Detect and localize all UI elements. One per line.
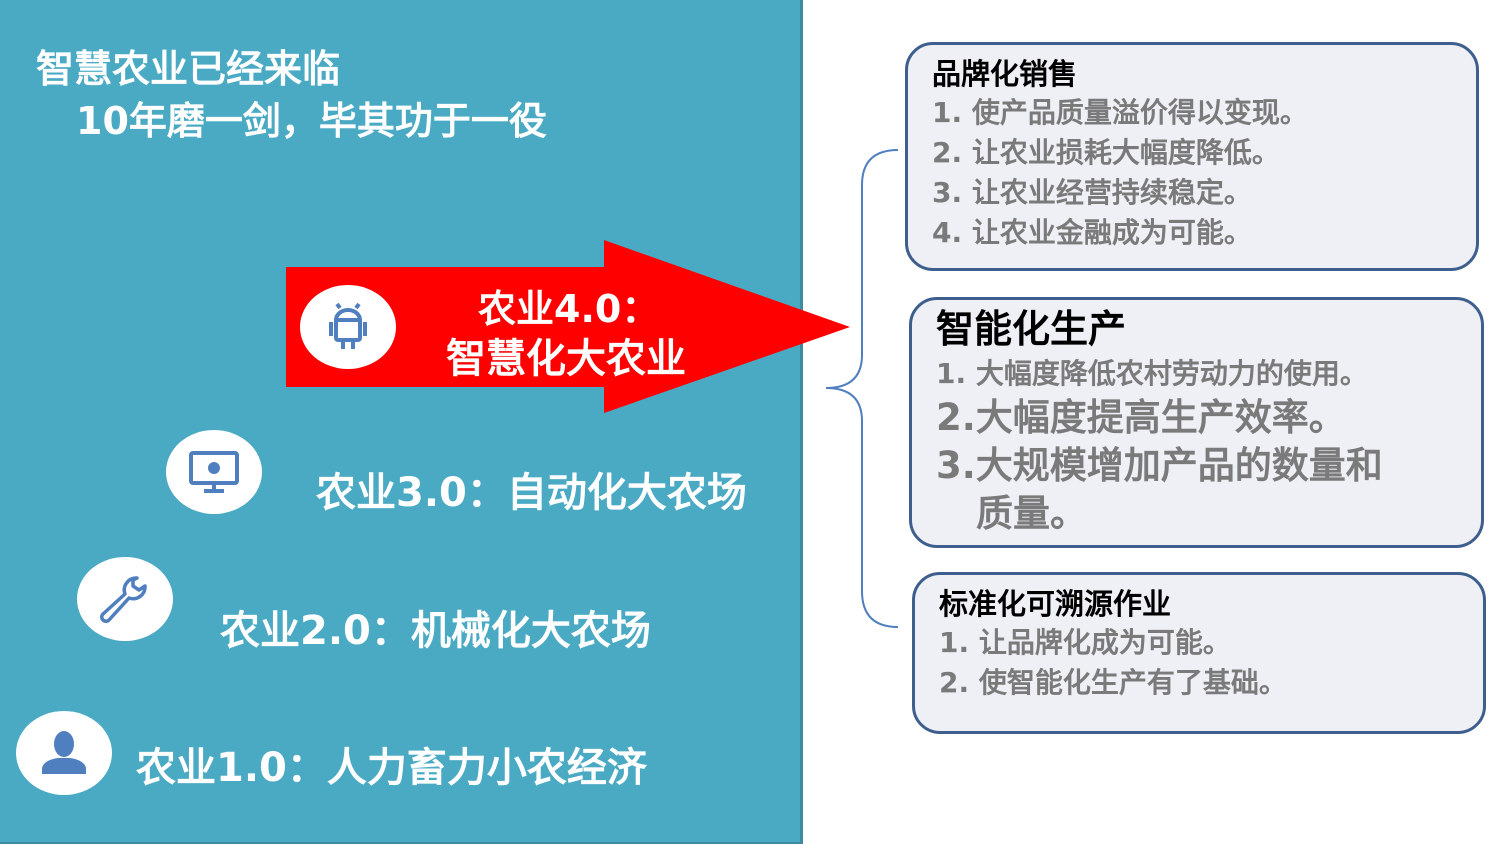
list-item: 2. 使智能化生产有了基础。 [939,666,1287,699]
brace [825,149,899,628]
title-line1: 智慧农业已经来临 [36,47,341,91]
list-item: 1. 大幅度降低农村劳动力的使用。 [936,357,1368,390]
stage4-icon-circle [300,285,396,369]
stage3-label: 农业3.0：自动化大农场 [316,470,747,516]
list-item: 3.大规模增加产品的数量和 [936,444,1383,487]
stage3-icon-circle [166,430,262,514]
list-item: 质量。 [976,492,1087,535]
box-heading: 品牌化销售 [932,57,1078,91]
box-heading: 智能化生产 [936,307,1127,351]
stage4-label2: 智慧化大农业 [446,336,686,382]
stage2-label: 农业2.0：机械化大农场 [220,608,651,654]
wrench-icon [100,576,147,623]
monitor-icon [189,451,239,493]
list-item: 1. 使产品质量溢价得以变现。 [932,96,1308,129]
stage4-label: 农业4.0： [478,287,660,331]
left-panel [0,0,803,844]
list-item: 4. 让农业金融成为可能。 [932,216,1252,249]
list-item: 2.大幅度提高生产效率。 [936,396,1346,439]
list-item: 2. 让农业损耗大幅度降低。 [932,136,1280,169]
person-icon [42,731,86,774]
stage1-label: 农业1.0：人力畜力小农经济 [136,745,647,791]
list-item: 1. 让品牌化成为可能。 [939,626,1231,659]
stage1-icon-circle [16,711,112,795]
list-item: 3. 让农业经营持续稳定。 [932,176,1252,209]
title-line2: 10年磨一剑，毕其功于一役 [76,99,547,143]
stage2-icon-circle [77,557,173,641]
red-arrow [286,240,850,413]
android-icon [329,302,367,349]
box-heading: 标准化可溯源作业 [939,587,1172,621]
box-brand-sales: 品牌化销售 1. 使产品质量溢价得以变现。 2. 让农业损耗大幅度降低。 3. … [905,42,1479,271]
box-smart-production: 智能化生产 1. 大幅度降低农村劳动力的使用。 2.大幅度提高生产效率。 3.大… [909,297,1484,548]
box-traceable-operation: 标准化可溯源作业 1. 让品牌化成为可能。 2. 使智能化生产有了基础。 [912,572,1486,734]
